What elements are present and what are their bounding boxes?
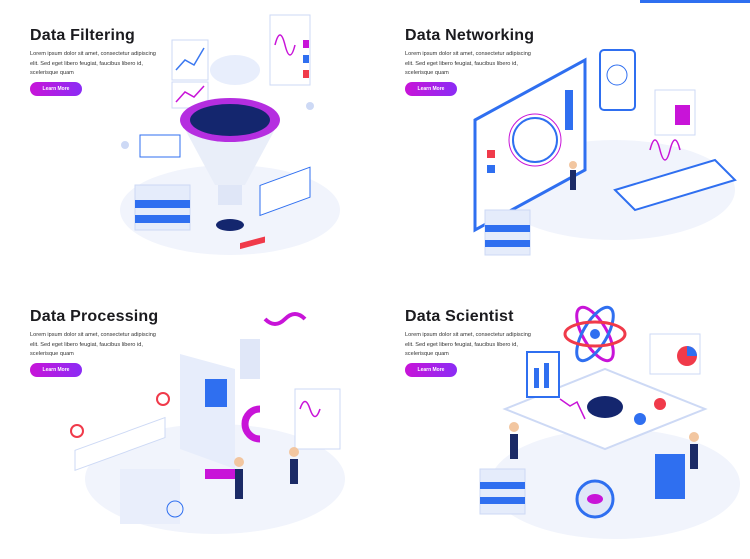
- card-data-processing: Data Processing Lorem ipsum dolor sit am…: [0, 279, 375, 558]
- card-title: Data Filtering: [30, 27, 136, 44]
- learn-more-button[interactable]: Learn More: [405, 82, 457, 96]
- data-networking-illustration: [473, 49, 737, 256]
- card-data-networking: Data Networking Lorem ipsum dolor sit am…: [375, 0, 750, 279]
- data-processing-illustration: [70, 312, 345, 534]
- card-title: Data Scientist: [405, 308, 514, 325]
- card-data-scientist: Data Scientist Lorem ipsum dolor sit ame…: [375, 279, 750, 558]
- learn-more-button[interactable]: Learn More: [30, 363, 82, 377]
- data-scientist-illustration: [479, 305, 740, 539]
- data-filtering-illustration: [120, 14, 340, 255]
- card-data-filtering: Data Filtering Lorem ipsum dolor sit ame…: [0, 0, 375, 279]
- card-description: Lorem ipsum dolor sit amet, consectetur …: [30, 51, 156, 76]
- card-title: Data Networking: [405, 27, 535, 44]
- card-description: Lorem ipsum dolor sit amet, consectetur …: [30, 332, 156, 357]
- top-accent-bar: [640, 0, 750, 3]
- card-description: Lorem ipsum dolor sit amet, consectetur …: [405, 51, 531, 76]
- learn-more-button[interactable]: Learn More: [405, 363, 457, 377]
- card-title: Data Processing: [30, 308, 159, 325]
- card-description: Lorem ipsum dolor sit amet, consectetur …: [405, 332, 531, 357]
- learn-more-button[interactable]: Learn More: [30, 82, 82, 96]
